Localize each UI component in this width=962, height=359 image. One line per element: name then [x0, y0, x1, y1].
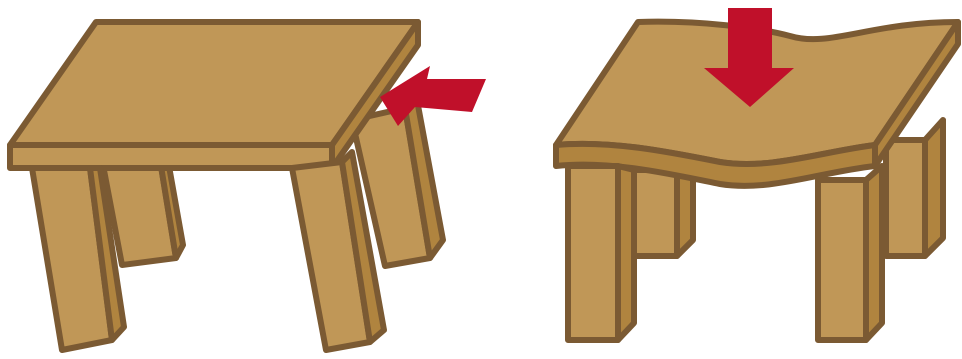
left-table [7, 19, 446, 353]
left-table-back-right-leg [349, 97, 446, 269]
left-table-front-left-leg [29, 165, 127, 353]
right-table-front-left-leg [565, 163, 637, 343]
right-table-top-side-edge [872, 19, 961, 169]
right-force-arrow [704, 8, 794, 107]
right-table-front-right-leg [815, 163, 885, 343]
left-table-front-right-leg [289, 149, 387, 353]
right-table-back-right-leg [883, 117, 946, 259]
left-table-top-front-edge [7, 142, 335, 171]
left-table-back-left-leg [100, 152, 186, 268]
left-force-arrow [380, 66, 486, 126]
